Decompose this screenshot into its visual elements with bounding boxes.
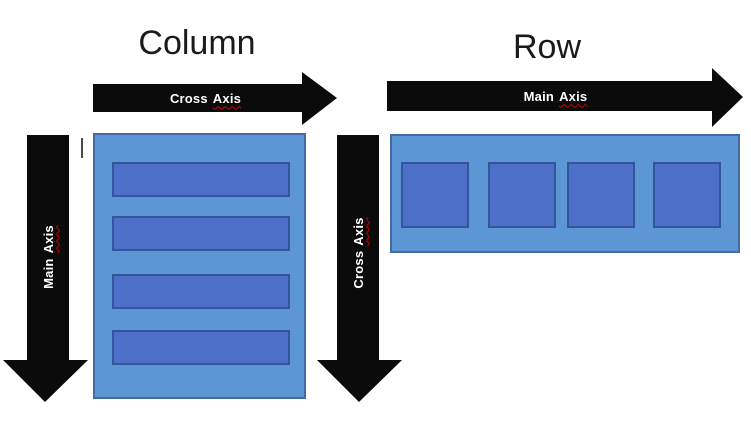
arrow-right-icon xyxy=(712,68,743,127)
arrow-shaft xyxy=(27,135,69,360)
column-cross-axis-arrow: Cross Axis xyxy=(93,72,337,125)
arrow-label: Cross Axis xyxy=(101,84,310,112)
arrow-label-word: Cross xyxy=(350,250,366,289)
arrow-label-word-misspelled: Axis xyxy=(212,90,242,106)
arrow-label-word: Main xyxy=(40,258,56,289)
row-title: Row xyxy=(512,28,582,66)
row-flex-container xyxy=(390,134,740,253)
arrow-shaft xyxy=(93,84,302,112)
row-flex-item xyxy=(401,162,469,228)
column-title: Column xyxy=(138,24,256,62)
column-flex-item xyxy=(112,162,290,197)
arrow-label: Cross Axis xyxy=(344,178,372,328)
row-main-axis-arrow: Main Axis xyxy=(387,68,743,127)
column-flex-item xyxy=(112,274,290,309)
arrow-label-word: Cross xyxy=(169,90,208,106)
arrow-label-word-misspelled: Axis xyxy=(559,88,588,104)
arrow-shaft xyxy=(337,135,379,360)
arrow-label-word: Main xyxy=(523,88,555,104)
column-flex-item xyxy=(112,330,290,365)
column-flex-item xyxy=(112,216,290,251)
arrow-shaft xyxy=(387,81,712,111)
arrow-label: Main Axis xyxy=(34,182,62,332)
row-flex-item xyxy=(567,162,635,228)
arrow-down-icon xyxy=(317,360,402,402)
text-cursor-artifact xyxy=(81,138,83,158)
row-flex-item xyxy=(653,162,721,228)
row-flex-item xyxy=(488,162,556,228)
column-main-axis-arrow: Main Axis xyxy=(3,135,88,402)
arrow-down-icon xyxy=(3,360,88,402)
column-flex-container xyxy=(93,133,306,399)
column-cross-axis-arrow-vertical: Cross Axis xyxy=(317,135,402,402)
arrow-label-word-misspelled: Axis xyxy=(350,217,366,246)
arrow-right-icon xyxy=(302,72,337,125)
arrow-label-word-misspelled: Axis xyxy=(40,225,56,254)
arrow-label: Main Axis xyxy=(393,81,718,111)
